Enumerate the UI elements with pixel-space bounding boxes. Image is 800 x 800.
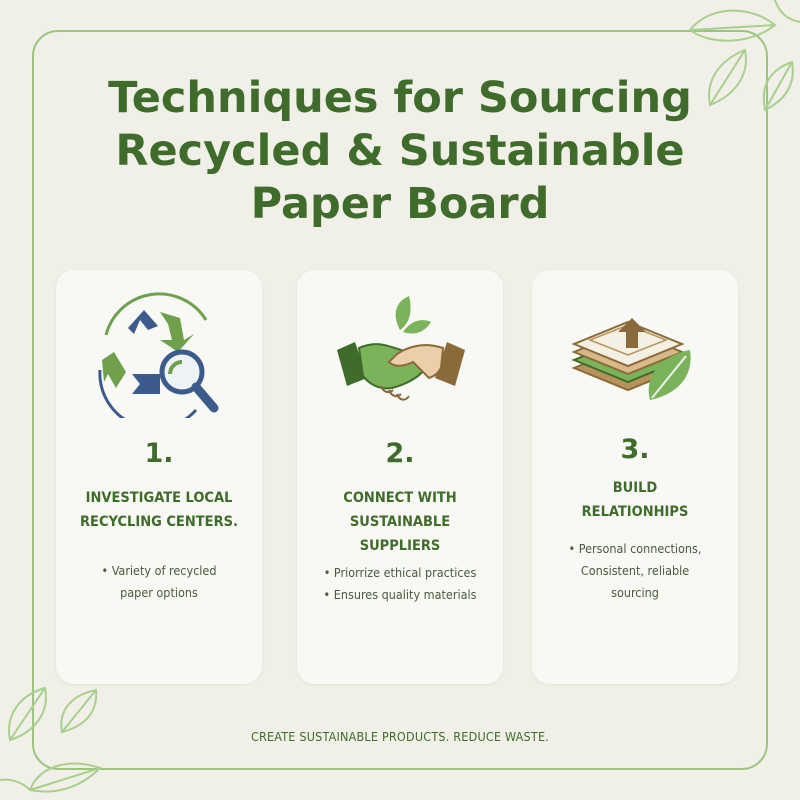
technique-bullets-1: • Variety of recycled paper options	[60, 560, 258, 604]
bullet-item: Consistent, reliable	[580, 563, 690, 578]
technique-heading-1: INVESTIGATE LOCAL RECYCLING CENTERS.	[64, 486, 254, 534]
technique-bullets-3: • Personal connections, Consistent, reli…	[536, 538, 734, 604]
heading-line: BUILD	[612, 480, 658, 496]
bullet-item: sourcing	[611, 585, 659, 600]
technique-number-2: 2.	[385, 438, 415, 469]
page-title: Techniques for Sourcing Recycled & Susta…	[60, 72, 740, 231]
bullet-item: • Variety of recycled	[101, 563, 217, 578]
bullet-item: • Personal connections,	[568, 541, 702, 556]
technique-heading-2: CONNECT WITH SUSTAINABLE SUPPLIERS	[305, 486, 495, 558]
heading-line: CONNECT WITH	[343, 490, 457, 506]
decorative-leaves-bottom-left	[0, 686, 102, 793]
page-frame	[32, 30, 768, 770]
decorative-leaves-top-right	[688, 0, 800, 112]
heading-line: INVESTIGATE LOCAL	[85, 490, 233, 506]
recycle-magnifier-icon	[98, 292, 219, 418]
heading-line: SUSTAINABLE	[349, 514, 451, 530]
technique-bullets-2: • Priorrize ethical practices • Ensures …	[301, 562, 499, 606]
heading-line: SUPPLIERS	[359, 538, 441, 554]
bullet-item: • Priorrize ethical practices	[323, 565, 477, 580]
bullet-item: • Ensures quality materials	[323, 587, 477, 602]
technique-card-1: 1. INVESTIGATE LOCAL RECYCLING CENTERS. …	[56, 270, 262, 684]
technique-number-3: 3.	[620, 434, 650, 465]
heading-line: RECYCLING CENTERS.	[80, 514, 238, 530]
technique-card-3: 3. BUILD RELATIONHIPS • Personal connect…	[532, 270, 738, 684]
technique-card-2: 2. CONNECT WITH SUSTAINABLE SUPPLIERS • …	[297, 270, 503, 684]
heading-line: RELATIONHIPS	[581, 504, 689, 520]
technique-heading-3: BUILD RELATIONHIPS	[540, 476, 730, 524]
footer-tagline: CREATE SUSTAINABLE PRODUCTS. REDUCE WAST…	[250, 729, 550, 744]
title-line-1: Techniques for Sourcing	[108, 73, 692, 123]
title-line-2: Recycled & Sustainable	[115, 126, 685, 176]
bullet-item: paper options	[120, 585, 198, 600]
handshake-leaf-icon	[337, 296, 465, 401]
paper-stack-leaf-icon	[571, 318, 691, 400]
technique-number-1: 1.	[144, 438, 174, 469]
title-line-3: Paper Board	[250, 179, 550, 229]
